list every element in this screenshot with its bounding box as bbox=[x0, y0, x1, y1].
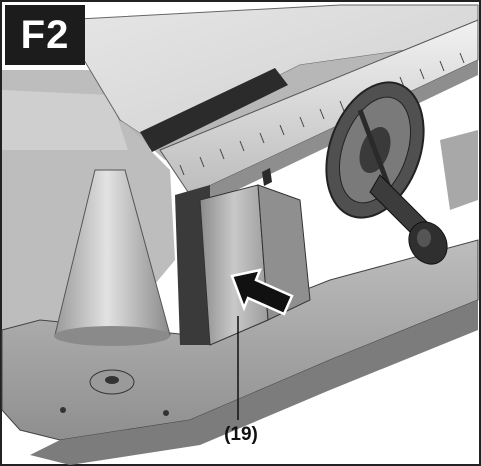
callout-label: (19) bbox=[224, 424, 258, 445]
lock-lever bbox=[199, 184, 269, 346]
cone-support bbox=[54, 169, 171, 336]
dark-slot bbox=[140, 68, 288, 152]
figure-label: F2 bbox=[5, 5, 85, 65]
handwheel-icon bbox=[325, 81, 448, 265]
arrow-icon bbox=[230, 268, 294, 316]
